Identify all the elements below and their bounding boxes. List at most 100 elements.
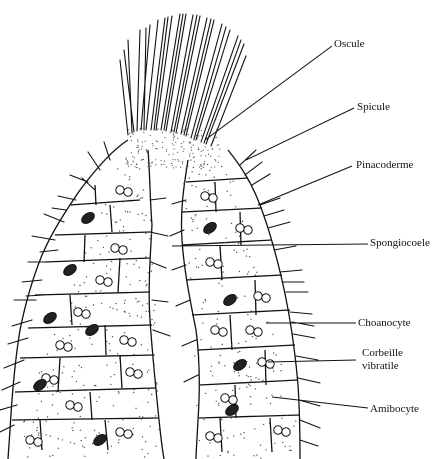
stipple-dot [216,129,217,130]
stipple-dot [85,296,86,297]
stipple-dot [74,348,75,349]
stipple-dot [255,388,256,389]
stipple-dot [250,404,251,405]
stipple-dot [152,162,153,163]
stipple-dot [177,152,178,153]
stipple-dot [195,258,196,259]
stipple-dot [143,132,144,133]
stipple-dot [173,137,174,138]
stipple-dot [62,372,63,373]
stipple-dot [173,139,174,140]
stipple-dot [273,370,274,371]
stipple-dot [204,163,205,164]
stipple-dot [189,177,190,178]
stipple-dot [183,182,184,183]
choanocyte [229,396,237,404]
stipple-dot [108,251,109,252]
stipple-dot [207,455,208,456]
stipple-dot [72,393,73,394]
stipple-dot [148,389,149,390]
stipple-dot [205,146,206,147]
stipple-dot [141,316,142,317]
stipple-dot [212,375,213,376]
choanocyte [219,328,227,336]
stipple-dot [250,376,251,377]
stipple-dot [92,443,93,444]
stipple-dot [147,453,148,454]
stipple-dot [119,230,120,231]
stipple-dot [137,315,138,316]
stipple-dot [106,329,107,330]
stipple-dot [275,354,276,355]
choanocyte [282,428,290,436]
stipple-dot [262,380,263,381]
stipple-dot [31,434,32,435]
stipple-dot [71,302,72,303]
stipple-dot [244,296,245,297]
stipple-dot [144,456,145,457]
stipple-dot [191,171,192,172]
stipple-dot [201,211,202,212]
stipple-dot [163,164,164,165]
spicule [293,334,315,338]
stipple-dot [202,265,203,266]
spicule [268,222,290,228]
stipple-dot [146,151,147,152]
stipple-dot [208,234,209,235]
stipple-dot [148,258,149,259]
stipple-dot [247,314,248,315]
stipple-dot [223,271,224,272]
stipple-dot [158,128,159,129]
stipple-dot [81,367,82,368]
stipple-dot [234,250,235,251]
stipple-dot [152,264,153,265]
spicule [150,198,166,200]
stipple-dot [129,179,130,180]
stipple-dot [214,203,215,204]
stipple-dot [141,418,142,419]
stipple-dot [54,334,55,335]
stipple-dot [218,144,219,145]
stipple-dot [230,182,231,183]
stipple-dot [138,149,139,150]
stipple-dot [85,307,86,308]
stipple-dot [223,430,224,431]
stipple-dot [52,394,53,395]
stipple-dot [218,403,219,404]
stipple-dot [180,167,181,168]
stipple-dot [211,366,212,367]
stipple-dot [201,135,202,136]
stipple-dot [112,308,113,309]
stipple-dot [27,456,28,457]
stipple-dot [123,226,124,227]
stipple-dot [206,218,207,219]
choanocyte [221,394,229,402]
choanocyte [134,370,142,378]
stipple-dot [146,284,147,285]
stipple-dot [186,166,187,167]
stipple-dot [155,148,156,149]
stipple-dot [173,153,174,154]
stipple-dot [206,206,207,207]
stipple-dot [90,247,91,248]
stipple-dot [150,166,151,167]
stipple-dot [218,311,219,312]
stipple-dot [208,190,209,191]
stipple-dot [195,214,196,215]
stipple-dot [137,141,138,142]
stipple-dot [271,395,272,396]
leader-pinacoderme [258,166,352,205]
stipple-dot [114,374,115,375]
stipple-dot [253,267,254,268]
stipple-dot [157,141,158,142]
stipple-dot [224,365,225,366]
spicule [172,200,186,204]
stipple-dot [289,446,290,447]
stipple-dot [196,405,197,406]
stipple-dot [161,164,162,165]
stipple-dot [81,440,82,441]
stipple-dot [49,456,50,457]
stipple-dot [131,164,132,165]
stipple-dot [110,376,111,377]
stipple-dot [195,139,196,140]
